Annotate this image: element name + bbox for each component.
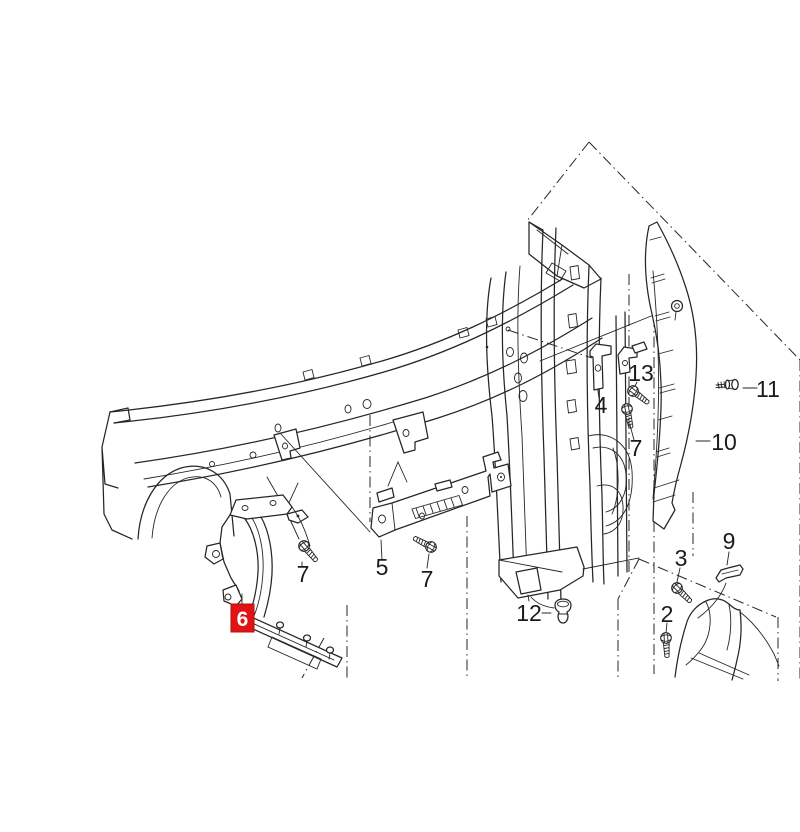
callout-6-highlighted[interactable]: 6 xyxy=(230,603,255,633)
callout-11[interactable]: 11 xyxy=(756,376,780,402)
parts-diagram: 4 13 7 11 10 5 7 7 12 2 3 9 6 xyxy=(40,16,800,816)
part-4-bracket-drawing xyxy=(589,341,648,391)
callout-4[interactable]: 4 xyxy=(595,392,608,418)
fender-panel-drawing xyxy=(674,598,780,681)
callouts: 4 13 7 11 10 5 7 7 12 2 3 9 6 xyxy=(230,360,780,633)
callout-12[interactable]: 12 xyxy=(516,600,542,626)
callout-7-right[interactable]: 7 xyxy=(630,435,643,461)
callout-13[interactable]: 13 xyxy=(628,360,654,386)
part-11-screw-drawing xyxy=(715,378,739,391)
part-10-strip-drawing xyxy=(644,221,698,530)
diagram-drawing: 4 13 7 11 10 5 7 7 12 2 3 9 6 xyxy=(101,141,800,682)
part-7-right-bolt-drawing xyxy=(620,402,637,430)
cowl-beam-drawing xyxy=(101,274,603,540)
part-6-bracket-drawing xyxy=(204,494,343,670)
callout-10[interactable]: 10 xyxy=(711,429,737,455)
callout-7-center[interactable]: 7 xyxy=(421,566,434,592)
callout-9[interactable]: 9 xyxy=(723,528,736,554)
callout-7-left[interactable]: 7 xyxy=(297,561,310,587)
part-7-center-bolt-drawing xyxy=(410,532,439,555)
part-2-bolt-drawing xyxy=(659,631,673,659)
callout-3[interactable]: 3 xyxy=(675,545,688,571)
part-5-bracket-drawing xyxy=(370,451,512,538)
a-pillar-panel-drawing xyxy=(485,221,633,602)
callout-6-label: 6 xyxy=(237,608,249,631)
part-12-grommet-drawing xyxy=(554,598,572,624)
callout-2[interactable]: 2 xyxy=(661,601,674,627)
callout-6-highlight-box xyxy=(230,603,255,633)
part-9-clip-drawing xyxy=(715,564,744,583)
callout-5[interactable]: 5 xyxy=(376,554,389,580)
